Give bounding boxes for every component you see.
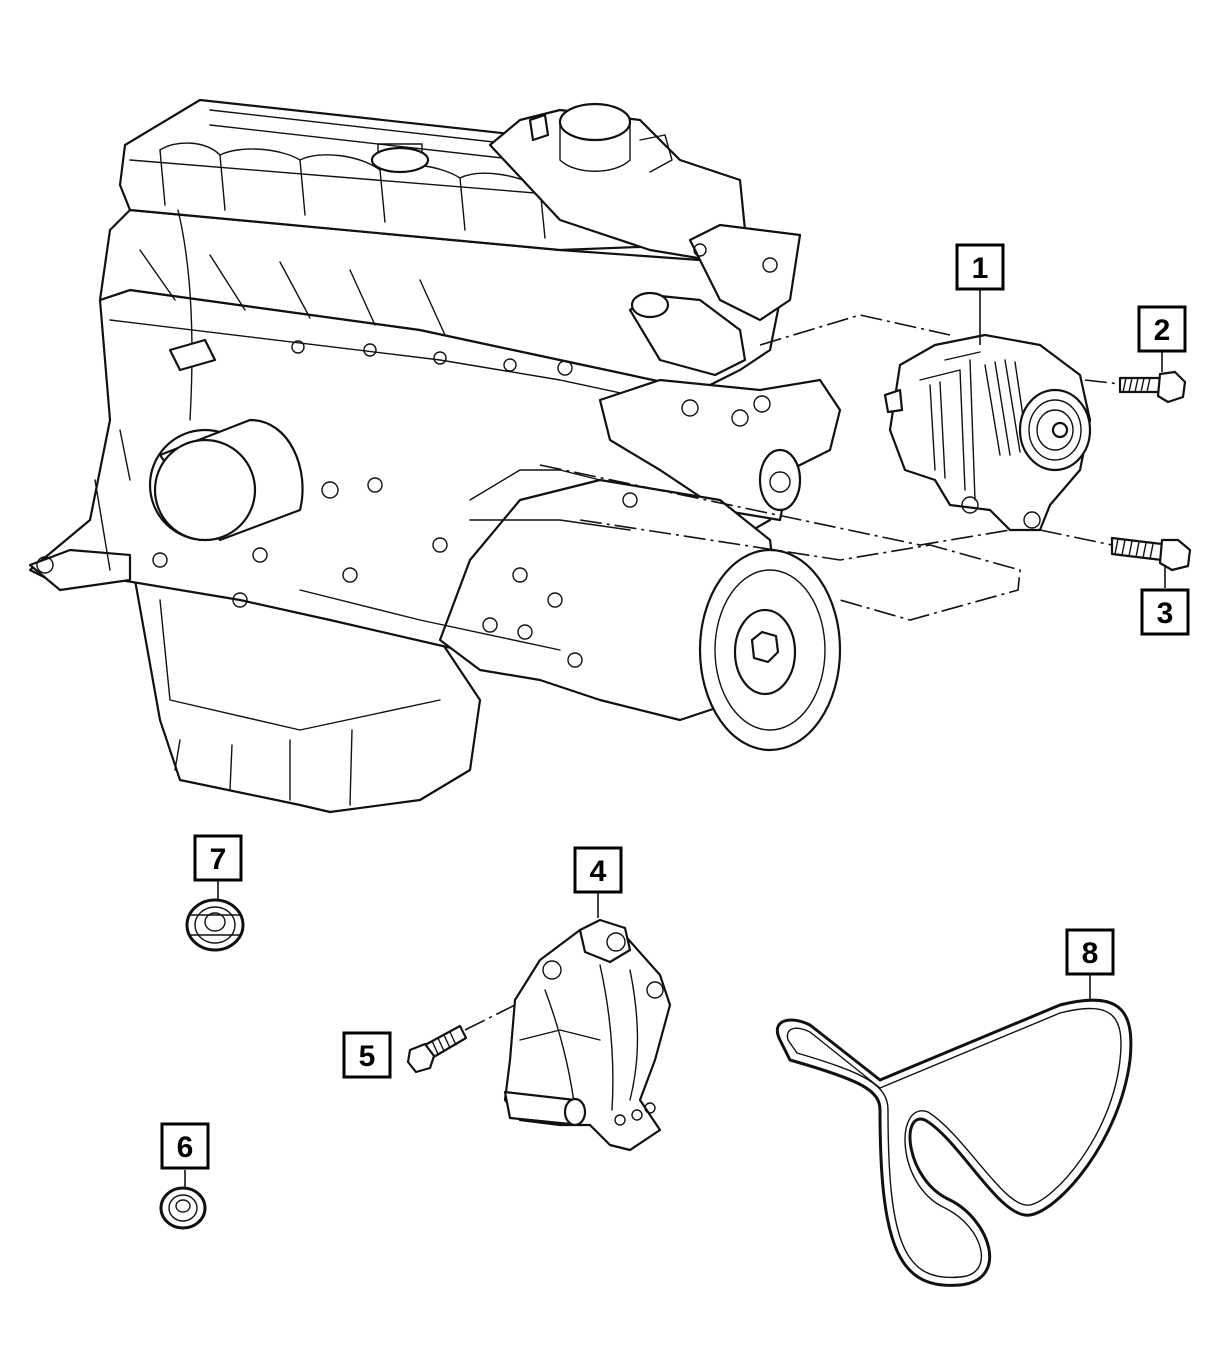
serpentine-belt <box>775 998 1133 1287</box>
idler-pulley-large <box>185 898 245 952</box>
callout-2-label: 2 <box>1154 314 1171 347</box>
callout-6[interactable]: 6 <box>160 1122 210 1170</box>
bolt-lower <box>1110 536 1192 572</box>
callout-8[interactable]: 8 <box>1065 928 1115 976</box>
callout-8-label: 8 <box>1082 937 1099 970</box>
callout-3-label: 3 <box>1157 597 1174 630</box>
alternator <box>883 333 1092 532</box>
callout-3[interactable]: 3 <box>1140 588 1190 636</box>
callout-7[interactable]: 7 <box>193 834 243 882</box>
callout-2[interactable]: 2 <box>1137 305 1187 353</box>
callout-5-label: 5 <box>359 1040 376 1073</box>
callout-4[interactable]: 4 <box>573 846 623 894</box>
callout-1[interactable]: 1 <box>955 243 1005 291</box>
idler-pulley-small <box>159 1186 207 1230</box>
callout-4-label: 4 <box>590 855 607 888</box>
bracket-bolt <box>406 1024 468 1074</box>
engine-assembly <box>28 98 842 814</box>
bolt-upper <box>1118 370 1187 404</box>
alternator-bracket <box>503 918 672 1152</box>
callout-6-label: 6 <box>177 1131 194 1164</box>
callout-5[interactable]: 5 <box>342 1031 392 1079</box>
callout-1-label: 1 <box>972 252 989 285</box>
callout-7-label: 7 <box>210 843 227 876</box>
